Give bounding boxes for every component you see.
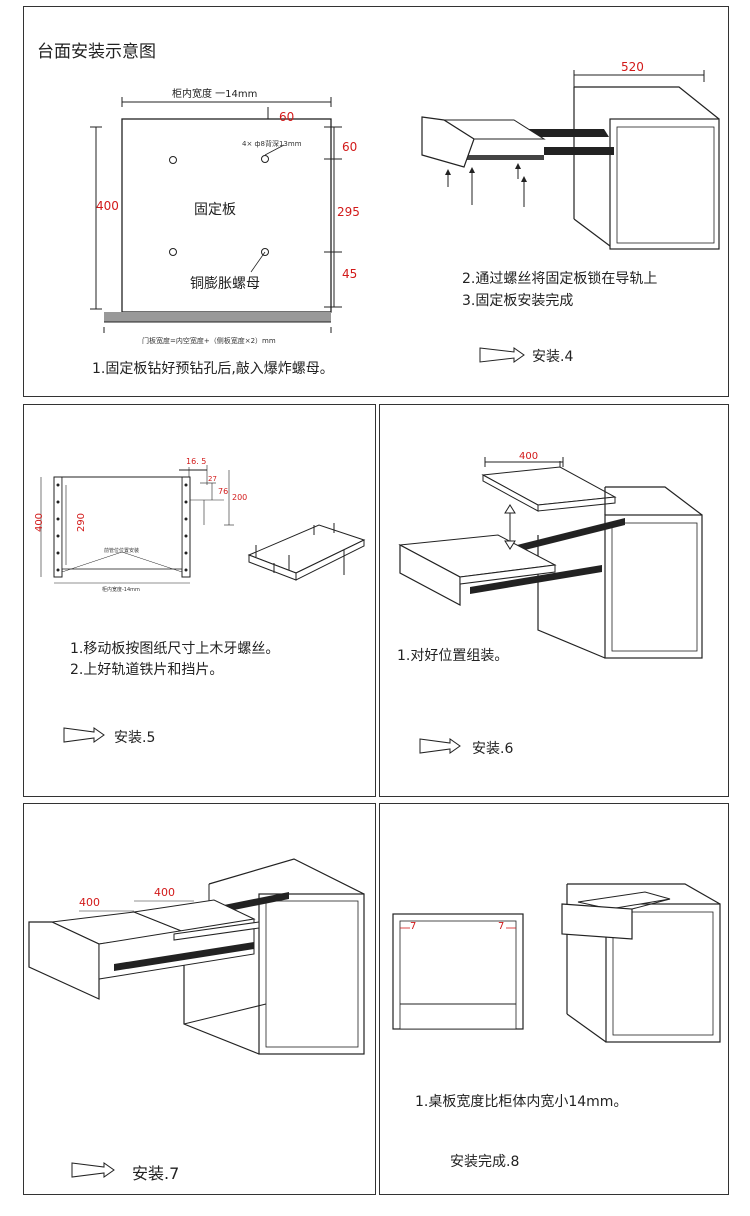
panel-step-6: 400 1.对好位置组装。 安装.6 xyxy=(379,404,729,797)
width-note: 柜内宽度-14mm xyxy=(102,587,140,593)
panel-step-8: 7 7 1.桌板宽度比柜体内宽小14mm。 安装完成.8 xyxy=(379,803,729,1195)
dim-295: 295 xyxy=(337,205,360,219)
step-text: 1.对好位置组装。 xyxy=(397,648,509,664)
extended-drawer-diagram xyxy=(28,858,365,1055)
assembly-diagram xyxy=(398,457,703,659)
dim-400: 400 xyxy=(519,451,539,462)
drawer-rail-diagram xyxy=(421,70,720,250)
step-line-1: 1.移动板按图纸尺寸上木牙螺丝。 xyxy=(70,641,280,657)
panel-step-7: 400 400 安装.7 xyxy=(23,803,376,1195)
next-step-label: 安装.5 xyxy=(114,730,156,746)
dim-76: 76 xyxy=(218,487,229,496)
step-line-3: 3.固定板安装完成 xyxy=(462,293,574,309)
step-line-2: 2.上好轨道铁片和挡片。 xyxy=(70,662,224,678)
step-line-2: 2.通过螺丝将固定板锁在导轨上 xyxy=(462,271,658,287)
next-arrow-icon xyxy=(71,1162,115,1178)
dim-45: 45 xyxy=(342,267,358,281)
dim-60-right: 60 xyxy=(342,140,358,154)
next-step-label: 安装.6 xyxy=(472,741,514,757)
board-diagram xyxy=(90,97,342,333)
next-arrow-icon xyxy=(63,727,105,743)
next-arrow-icon xyxy=(479,347,525,363)
panel-title: 台面安装示意图 xyxy=(37,42,156,62)
center-note: 前管位位置安装 xyxy=(104,548,140,554)
next-arrow-icon xyxy=(419,738,461,754)
width-label: 柜内宽度 一14mm xyxy=(172,89,258,100)
step-text: 1.固定板钻好预钻孔后,敲入爆炸螺母。 xyxy=(92,361,334,377)
dim-400: 400 xyxy=(96,199,119,213)
board-label: 固定板 xyxy=(194,202,236,218)
dim-520: 520 xyxy=(621,60,644,74)
dim-16-5: 16. 5 xyxy=(186,457,207,466)
panel-step-1: 台面安装示意图 柜内宽度 一14mm 60 4× ф xyxy=(23,6,729,397)
dim-200: 200 xyxy=(232,493,248,502)
moving-board-diagram xyxy=(40,465,366,584)
dim-7-right: 7 xyxy=(498,921,505,932)
dim-400-a: 400 xyxy=(79,896,100,909)
hole-note: 4× ф8背深13mm xyxy=(242,140,302,148)
panel-step-5: 16. 5 27 76 200 400 290 前管位位置安装 柜内宽度-14m… xyxy=(23,404,376,797)
done-label: 安装完成.8 xyxy=(450,1154,520,1170)
finished-cabinet-diagram xyxy=(392,883,721,1043)
formula-label: 门板宽度=内空宽度+（侧板宽度×2）mm xyxy=(142,337,276,345)
next-step-label: 安装.7 xyxy=(132,1164,180,1183)
step-text: 1.桌板宽度比柜体内宽小14mm。 xyxy=(415,1094,628,1110)
next-step-label: 安装.4 xyxy=(532,349,574,365)
dim-400-b: 400 xyxy=(154,886,175,899)
dim-60-top: 60 xyxy=(279,110,295,124)
dim-7-left: 7 xyxy=(410,921,417,932)
nut-label: 铜膨胀螺母 xyxy=(190,276,260,292)
dim-27: 27 xyxy=(208,475,217,483)
